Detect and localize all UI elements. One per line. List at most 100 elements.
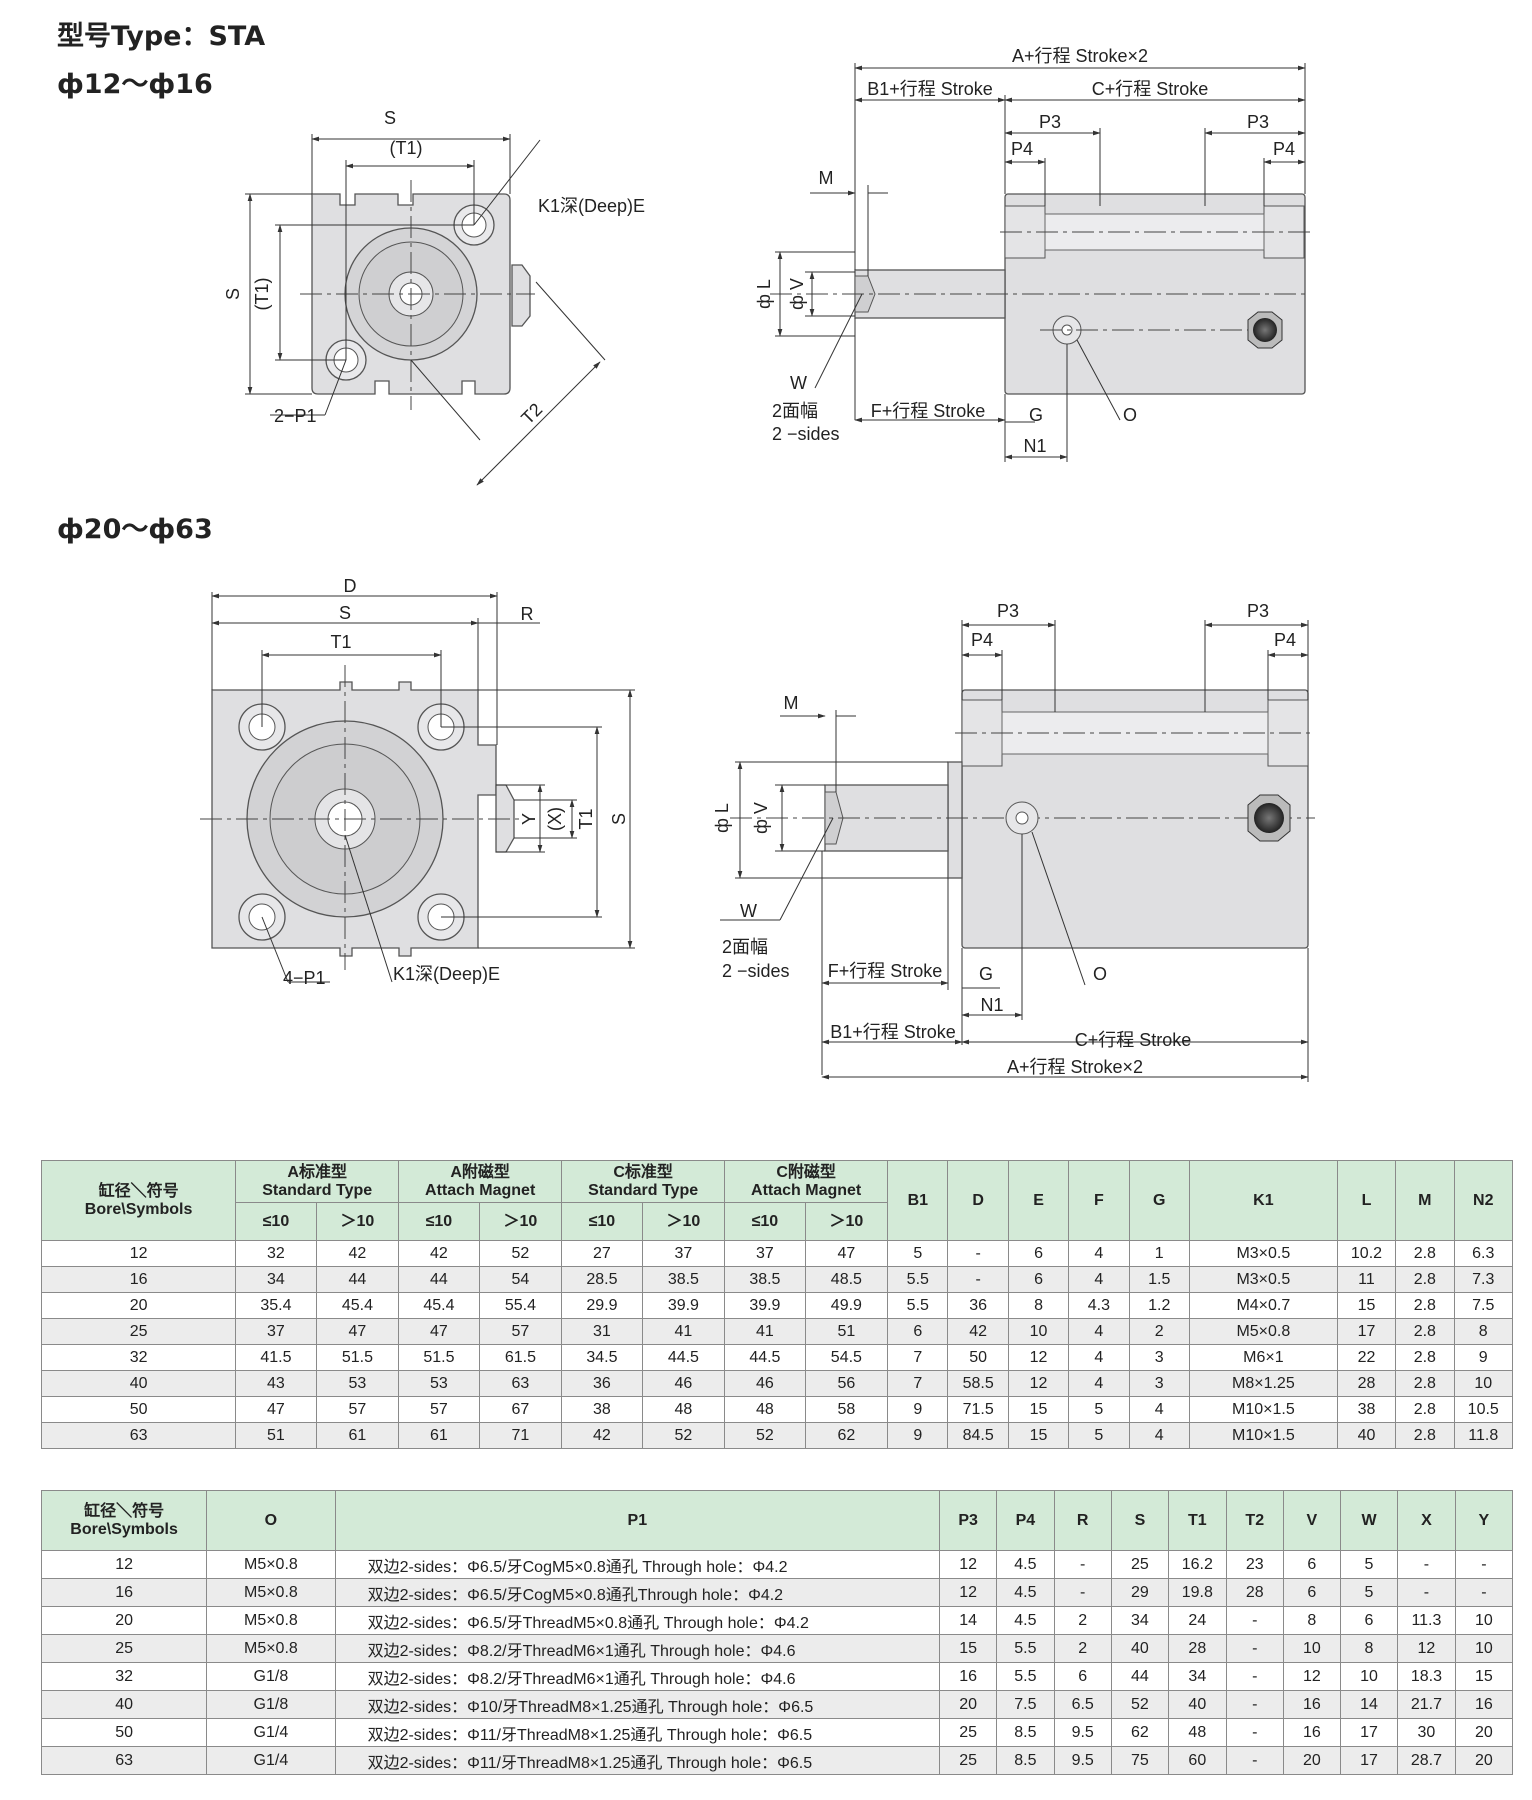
table-cell: 61 (315, 1422, 400, 1449)
table-cell: 54.5 (804, 1344, 889, 1371)
dim-P1-label: 2−P1 (274, 406, 317, 426)
table-cell: 25 (939, 1746, 998, 1775)
table-cell: 41 (724, 1318, 806, 1345)
dim-P3b-label-2: P3 (1247, 601, 1269, 621)
dim-R-label: R (521, 604, 534, 624)
table-cell: 8 (1282, 1606, 1341, 1635)
table-cell: 61 (398, 1422, 480, 1449)
table-cell: 10.2 (1336, 1240, 1397, 1267)
table-cell: 28 (1225, 1578, 1284, 1607)
dim-Y-label: Y (519, 813, 539, 825)
table-cell: - (1397, 1550, 1456, 1579)
col-header: S (1110, 1490, 1169, 1551)
table-cell: 7.3 (1453, 1266, 1513, 1293)
table-cell: 48 (641, 1396, 726, 1423)
table-cell: 71.5 (947, 1396, 1009, 1423)
table-cell: 4 (1068, 1240, 1130, 1267)
sides-en-label: 2 −sides (772, 424, 840, 444)
table-cell: 双边2-sides：Φ11/牙ThreadM8×1.25通孔 Through h… (334, 1746, 941, 1775)
table-cell: 46 (641, 1370, 726, 1397)
table-cell: 34 (235, 1266, 317, 1293)
col-header: X (1397, 1490, 1456, 1551)
dim-C-label: C+行程 Stroke (1092, 79, 1209, 99)
table-cell: 37 (641, 1240, 726, 1267)
table-cell: M10×1.5 (1188, 1396, 1338, 1423)
col-header: R (1053, 1490, 1112, 1551)
table-cell: - (1225, 1718, 1284, 1747)
table-cell: 8.5 (996, 1746, 1055, 1775)
table-cell: 20 (1454, 1746, 1514, 1775)
table-cell: 47 (398, 1318, 480, 1345)
table-cell: 17 (1339, 1746, 1399, 1775)
table-cell: 5 (1339, 1550, 1399, 1579)
table-cell: 38.5 (724, 1266, 806, 1293)
table-cell: 34.5 (561, 1344, 643, 1371)
table-cell: 3 (1128, 1370, 1190, 1397)
table-cell: 37 (724, 1240, 806, 1267)
col-header: O (206, 1490, 336, 1551)
dim-P4b-label: P4 (1273, 139, 1295, 159)
subcol-header: ≤10 (724, 1202, 806, 1241)
dim-V-label: ф V (787, 278, 807, 310)
table-cell: 9 (1453, 1344, 1513, 1371)
sides-en-label-2: 2 −sides (722, 961, 790, 981)
table-cell: 36 (947, 1292, 1009, 1319)
dim-V-label-2: ф V (751, 802, 771, 834)
table-cell: 42 (398, 1240, 480, 1267)
dim-P4a-label-2: P4 (971, 630, 993, 650)
table-cell: - (1225, 1746, 1284, 1775)
table-cell: G1/4 (206, 1746, 336, 1775)
col-header: P1 (334, 1490, 941, 1551)
table-cell: 11.3 (1397, 1606, 1456, 1635)
table-cell: 28.5 (561, 1266, 643, 1293)
table-cell: 15 (1336, 1292, 1397, 1319)
table-cell: 40 (1336, 1422, 1397, 1449)
subcol-header: ＞10 (315, 1202, 400, 1241)
table-cell: 2 (1053, 1606, 1112, 1635)
table-cell: M4×0.7 (1188, 1292, 1338, 1319)
table-cell: 25 (40, 1318, 237, 1345)
table-cell: 2.8 (1395, 1370, 1455, 1397)
table-cell: 10 (1007, 1318, 1070, 1345)
table-cell: 25 (939, 1718, 998, 1747)
table-cell: 10.5 (1453, 1396, 1513, 1423)
dim-G-label-2: G (979, 964, 993, 984)
table-cell: 22 (1336, 1344, 1397, 1371)
dim-W-label-2: W (740, 901, 757, 921)
table-cell: 24 (1167, 1606, 1227, 1635)
table-cell: 58 (804, 1396, 889, 1423)
table-cell: 4 (1128, 1396, 1190, 1423)
table-cell: 32 (235, 1240, 317, 1267)
table-cell: 12 (40, 1550, 208, 1579)
table-cell: 7.5 (996, 1690, 1055, 1719)
col-header: G (1128, 1160, 1190, 1241)
table-cell: 28 (1167, 1634, 1227, 1663)
table-cell: 5.5 (887, 1292, 949, 1319)
table-cell: 4 (1068, 1318, 1130, 1345)
sides-cn-label-2: 2面幅 (722, 937, 768, 957)
table-cell: 1.5 (1128, 1266, 1190, 1293)
table-cell: 5.5 (996, 1634, 1055, 1663)
table-cell: 6 (1007, 1266, 1070, 1293)
table-cell: M10×1.5 (1188, 1422, 1338, 1449)
dim-B1-label-2: B1+行程 Stroke (830, 1022, 956, 1042)
table-cell: 25 (40, 1634, 208, 1663)
table-cell: 51 (235, 1422, 317, 1449)
table-cell: 47 (804, 1240, 889, 1267)
table-cell: 46 (724, 1370, 806, 1397)
table-cell: 15 (1007, 1396, 1070, 1423)
table-cell: 7 (887, 1370, 949, 1397)
table-cell: 2.8 (1395, 1240, 1455, 1267)
table-cell: 6 (1339, 1606, 1399, 1635)
table-cell: 16 (1282, 1718, 1341, 1747)
bore-range-large: ф20～ф63 (57, 514, 213, 545)
table-cell: 48.5 (804, 1266, 889, 1293)
